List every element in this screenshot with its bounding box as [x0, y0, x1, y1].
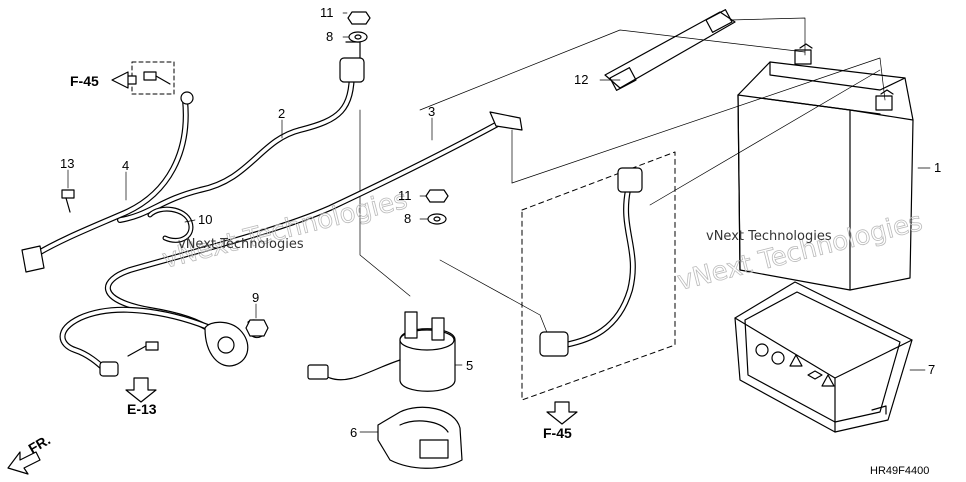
cable-4 [21, 91, 194, 273]
callout-2: 2 [278, 106, 285, 121]
callout-11-mid: 11 [398, 188, 412, 203]
bolt-e13 [127, 341, 159, 357]
bolt-top [143, 71, 171, 85]
ref-f45-top: F-45 [70, 73, 99, 89]
callout-5: 5 [466, 358, 473, 373]
callout-8-mid: 8 [404, 211, 411, 226]
callout-11-top: 11 [320, 5, 334, 20]
front-label: FR. [26, 431, 54, 456]
starter-relay [307, 311, 456, 392]
bolt-enclosure [131, 61, 175, 95]
callout-3: 3 [428, 104, 435, 119]
callout-13: 13 [60, 156, 74, 171]
callout-1: 1 [934, 160, 941, 175]
ref-f45-bottom: F-45 [543, 425, 572, 441]
arrow-f45-bottom [546, 401, 578, 425]
arrow-front [7, 451, 41, 475]
nut-11-top [347, 11, 371, 25]
washer-8-top [348, 31, 368, 43]
callout-12: 12 [574, 72, 588, 87]
washer-8-mid [427, 213, 447, 225]
callout-7: 7 [928, 362, 935, 377]
watermark-text-right: vNext Technologies [706, 229, 832, 244]
relay-cover [377, 406, 463, 469]
leader-lines [359, 17, 931, 371]
cable-lower [59, 306, 218, 377]
detail-enclosure [521, 151, 676, 401]
ref-e13: E-13 [127, 401, 157, 417]
diagram-code: HR49F4400 [870, 465, 929, 477]
tie-band [147, 206, 194, 243]
arrow-f45-top [111, 71, 137, 89]
callout-4: 4 [122, 158, 129, 173]
watermark-outline-left: vNext Technologies [159, 185, 410, 275]
bolt-13 [61, 189, 75, 213]
nut-9 [245, 319, 269, 337]
battery [737, 43, 914, 291]
watermark-text-left: vNext Technologies [178, 237, 304, 252]
callout-10: 10 [198, 212, 212, 227]
battery-band [604, 9, 736, 91]
battery-box [734, 281, 913, 433]
arrow-e13 [125, 377, 157, 403]
nut-11-mid [425, 189, 449, 203]
callout-6: 6 [350, 425, 357, 440]
positive-cable [539, 167, 643, 357]
cable-2 [117, 41, 365, 223]
callout-9: 9 [252, 290, 259, 305]
callout-8-top: 8 [326, 29, 333, 44]
